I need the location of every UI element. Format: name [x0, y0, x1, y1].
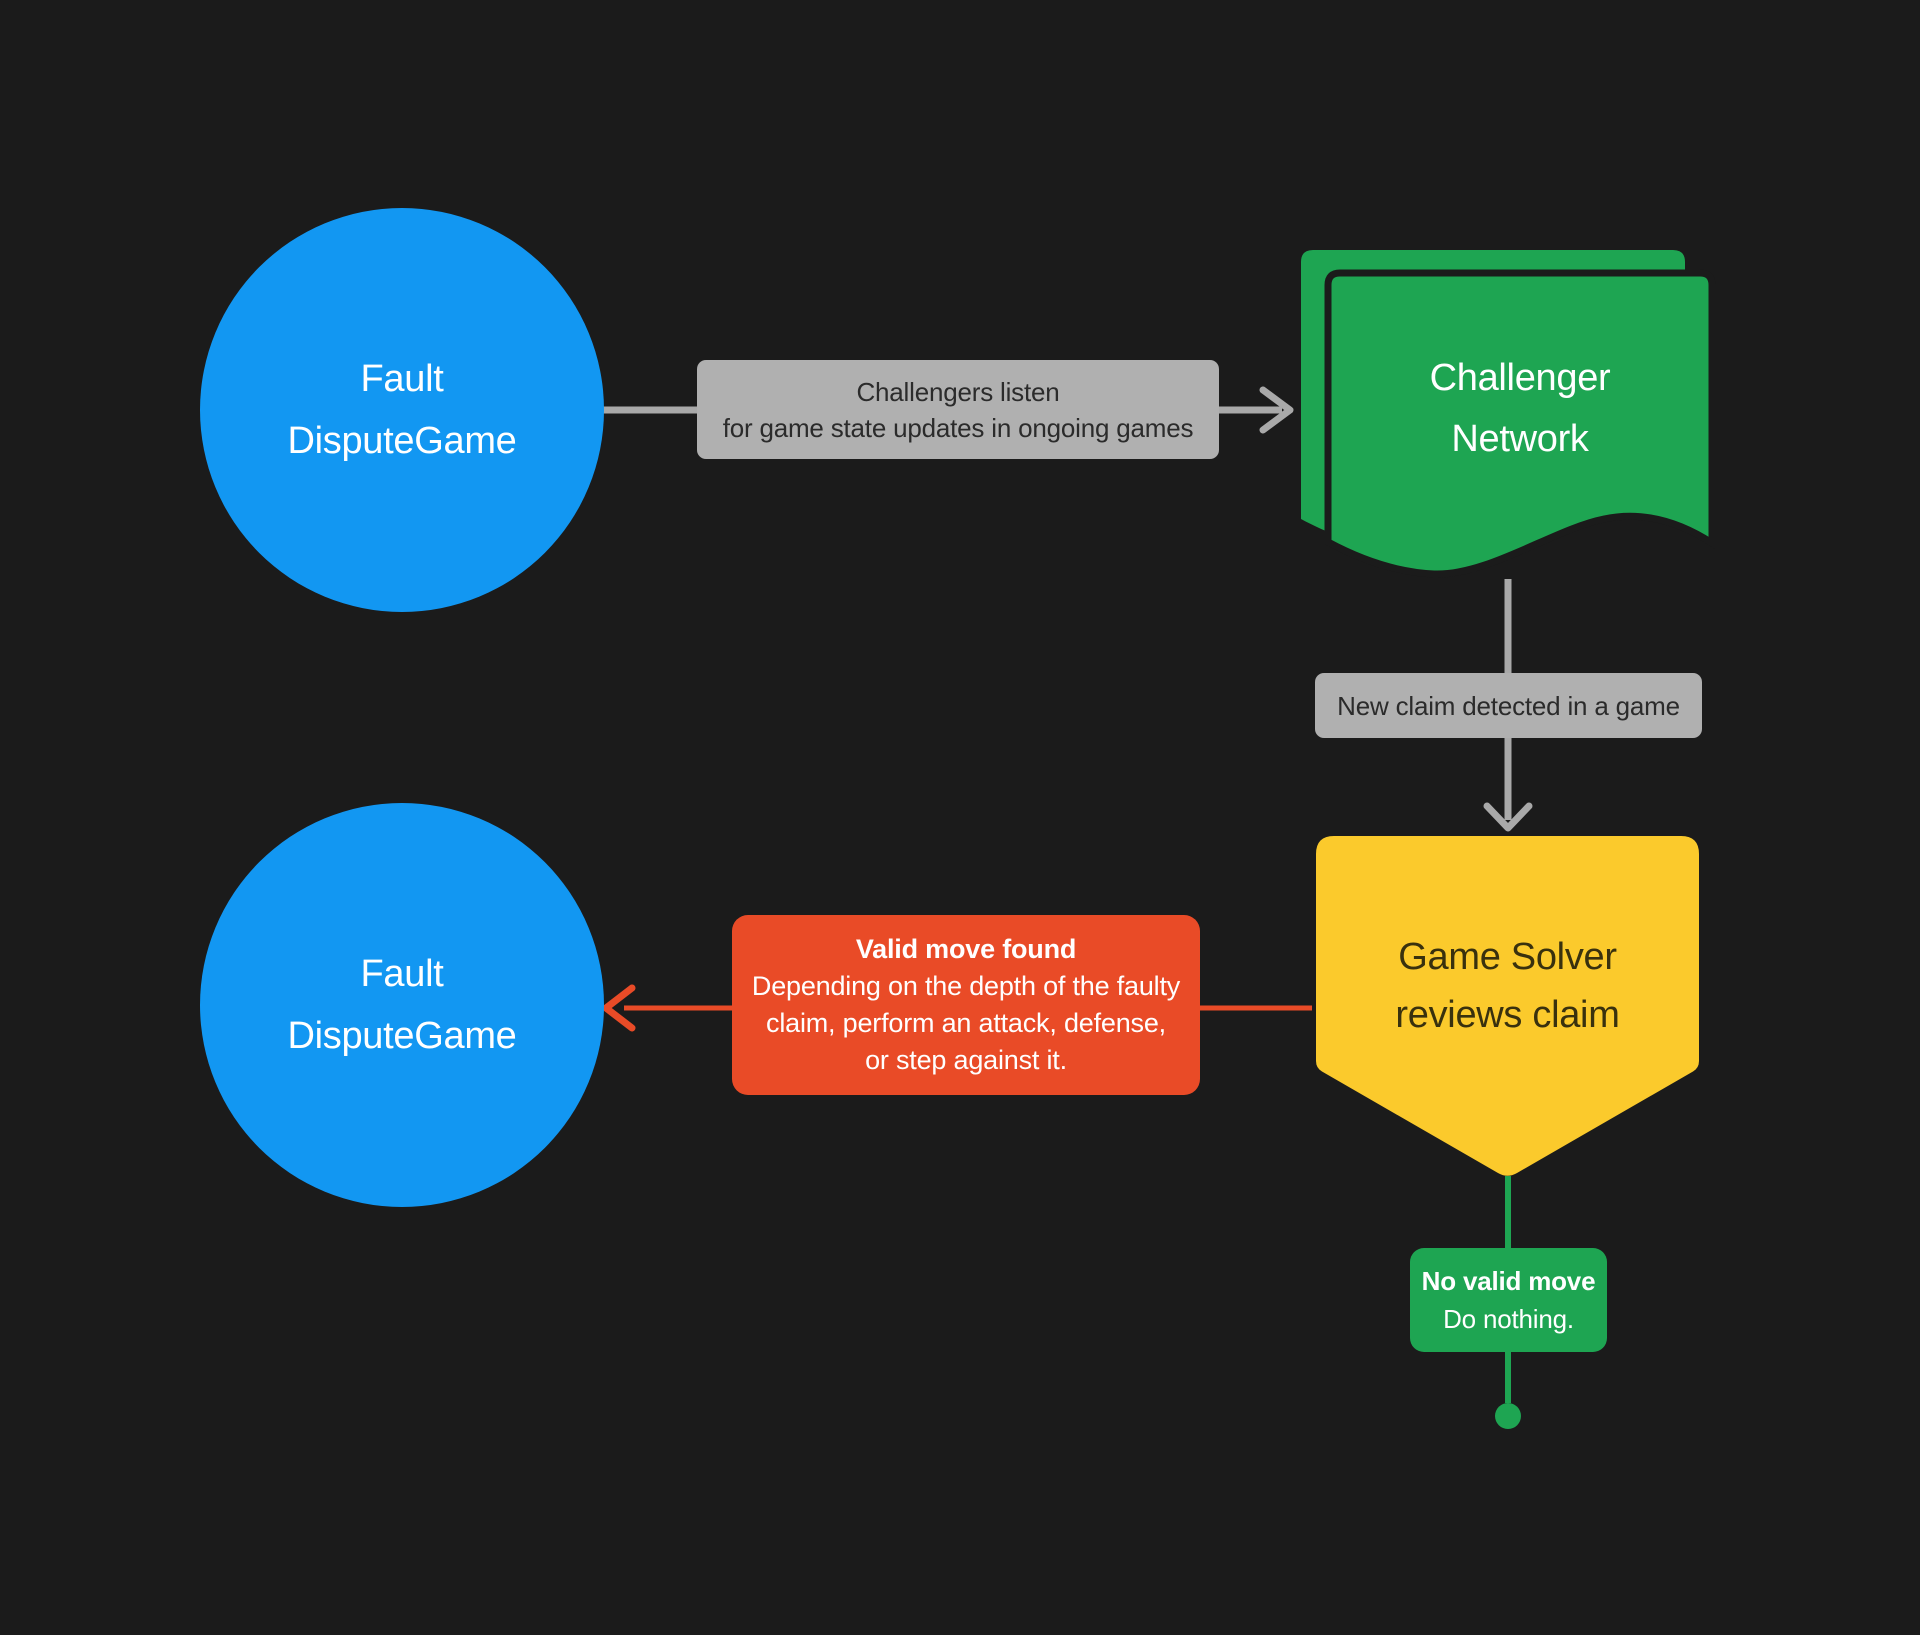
node-game-solver-shape — [1316, 836, 1699, 1176]
node-label-line: Challenger — [1429, 357, 1611, 399]
node-label-line: DisputeGame — [287, 1015, 517, 1057]
label-new-claim-detected: New claim detected in a game — [1315, 673, 1702, 738]
terminal-dot-icon — [1495, 1403, 1521, 1429]
label-line: New claim detected in a game — [1337, 690, 1680, 721]
node-label-line: Fault — [360, 953, 444, 995]
node-fault-dispute-game-bottom: Fault DisputeGame — [200, 803, 604, 1207]
arrow-right-icon — [1259, 386, 1294, 434]
label-challengers-listen: Challengers listen for game state update… — [697, 360, 1219, 459]
callout-line: or step against it. — [865, 1045, 1067, 1075]
node-label-line: Fault — [360, 358, 444, 400]
callout-line: Depending on the depth of the faulty — [751, 971, 1181, 1001]
arrow-left-red-icon — [602, 984, 636, 1032]
node-game-solver: Game Solver reviews claim — [1316, 836, 1699, 1136]
callout-line: Do nothing. — [1443, 1304, 1574, 1334]
arrow-down-icon — [1483, 802, 1533, 832]
label-line: Challengers listen — [856, 376, 1060, 407]
node-label-line: reviews claim — [1395, 994, 1620, 1036]
callout-line: claim, perform an attack, defense, — [766, 1008, 1166, 1038]
node-label-line: Network — [1451, 418, 1589, 460]
callout-title: No valid move — [1421, 1266, 1596, 1296]
flag-front-page — [1324, 269, 1716, 578]
label-valid-move-found: Valid move found Depending on the depth … — [732, 915, 1200, 1095]
label-no-valid-move: No valid move Do nothing. — [1410, 1248, 1607, 1352]
node-fault-dispute-game-top: Fault DisputeGame — [200, 208, 604, 612]
game-solver-pentagon — [1316, 836, 1699, 1176]
node-challenger-network-shape — [1301, 250, 1716, 578]
node-label-line: DisputeGame — [287, 420, 517, 462]
callout-title: Valid move found — [855, 934, 1077, 964]
node-challenger-network: Challenger Network — [1328, 273, 1712, 545]
node-label-line: Game Solver — [1398, 936, 1617, 978]
label-line: for game state updates in ongoing games — [722, 412, 1194, 443]
